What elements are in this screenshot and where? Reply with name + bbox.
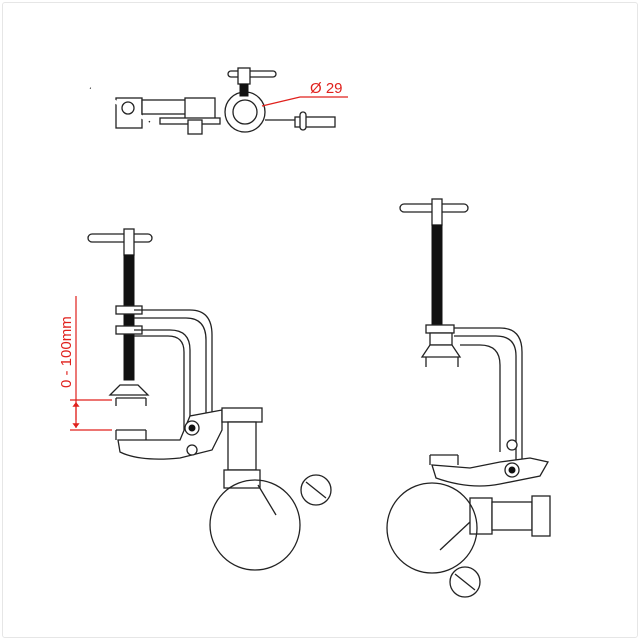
- diameter-leader: [261, 96, 348, 107]
- clamp-open-view: 0 - 100mm: [58, 228, 332, 571]
- range-label: 0 - 100mm: [58, 316, 75, 388]
- clamp-closed-view: [386, 198, 551, 598]
- diameter-label: Ø 29: [310, 80, 343, 97]
- top-view: Ø 29: [89, 67, 348, 135]
